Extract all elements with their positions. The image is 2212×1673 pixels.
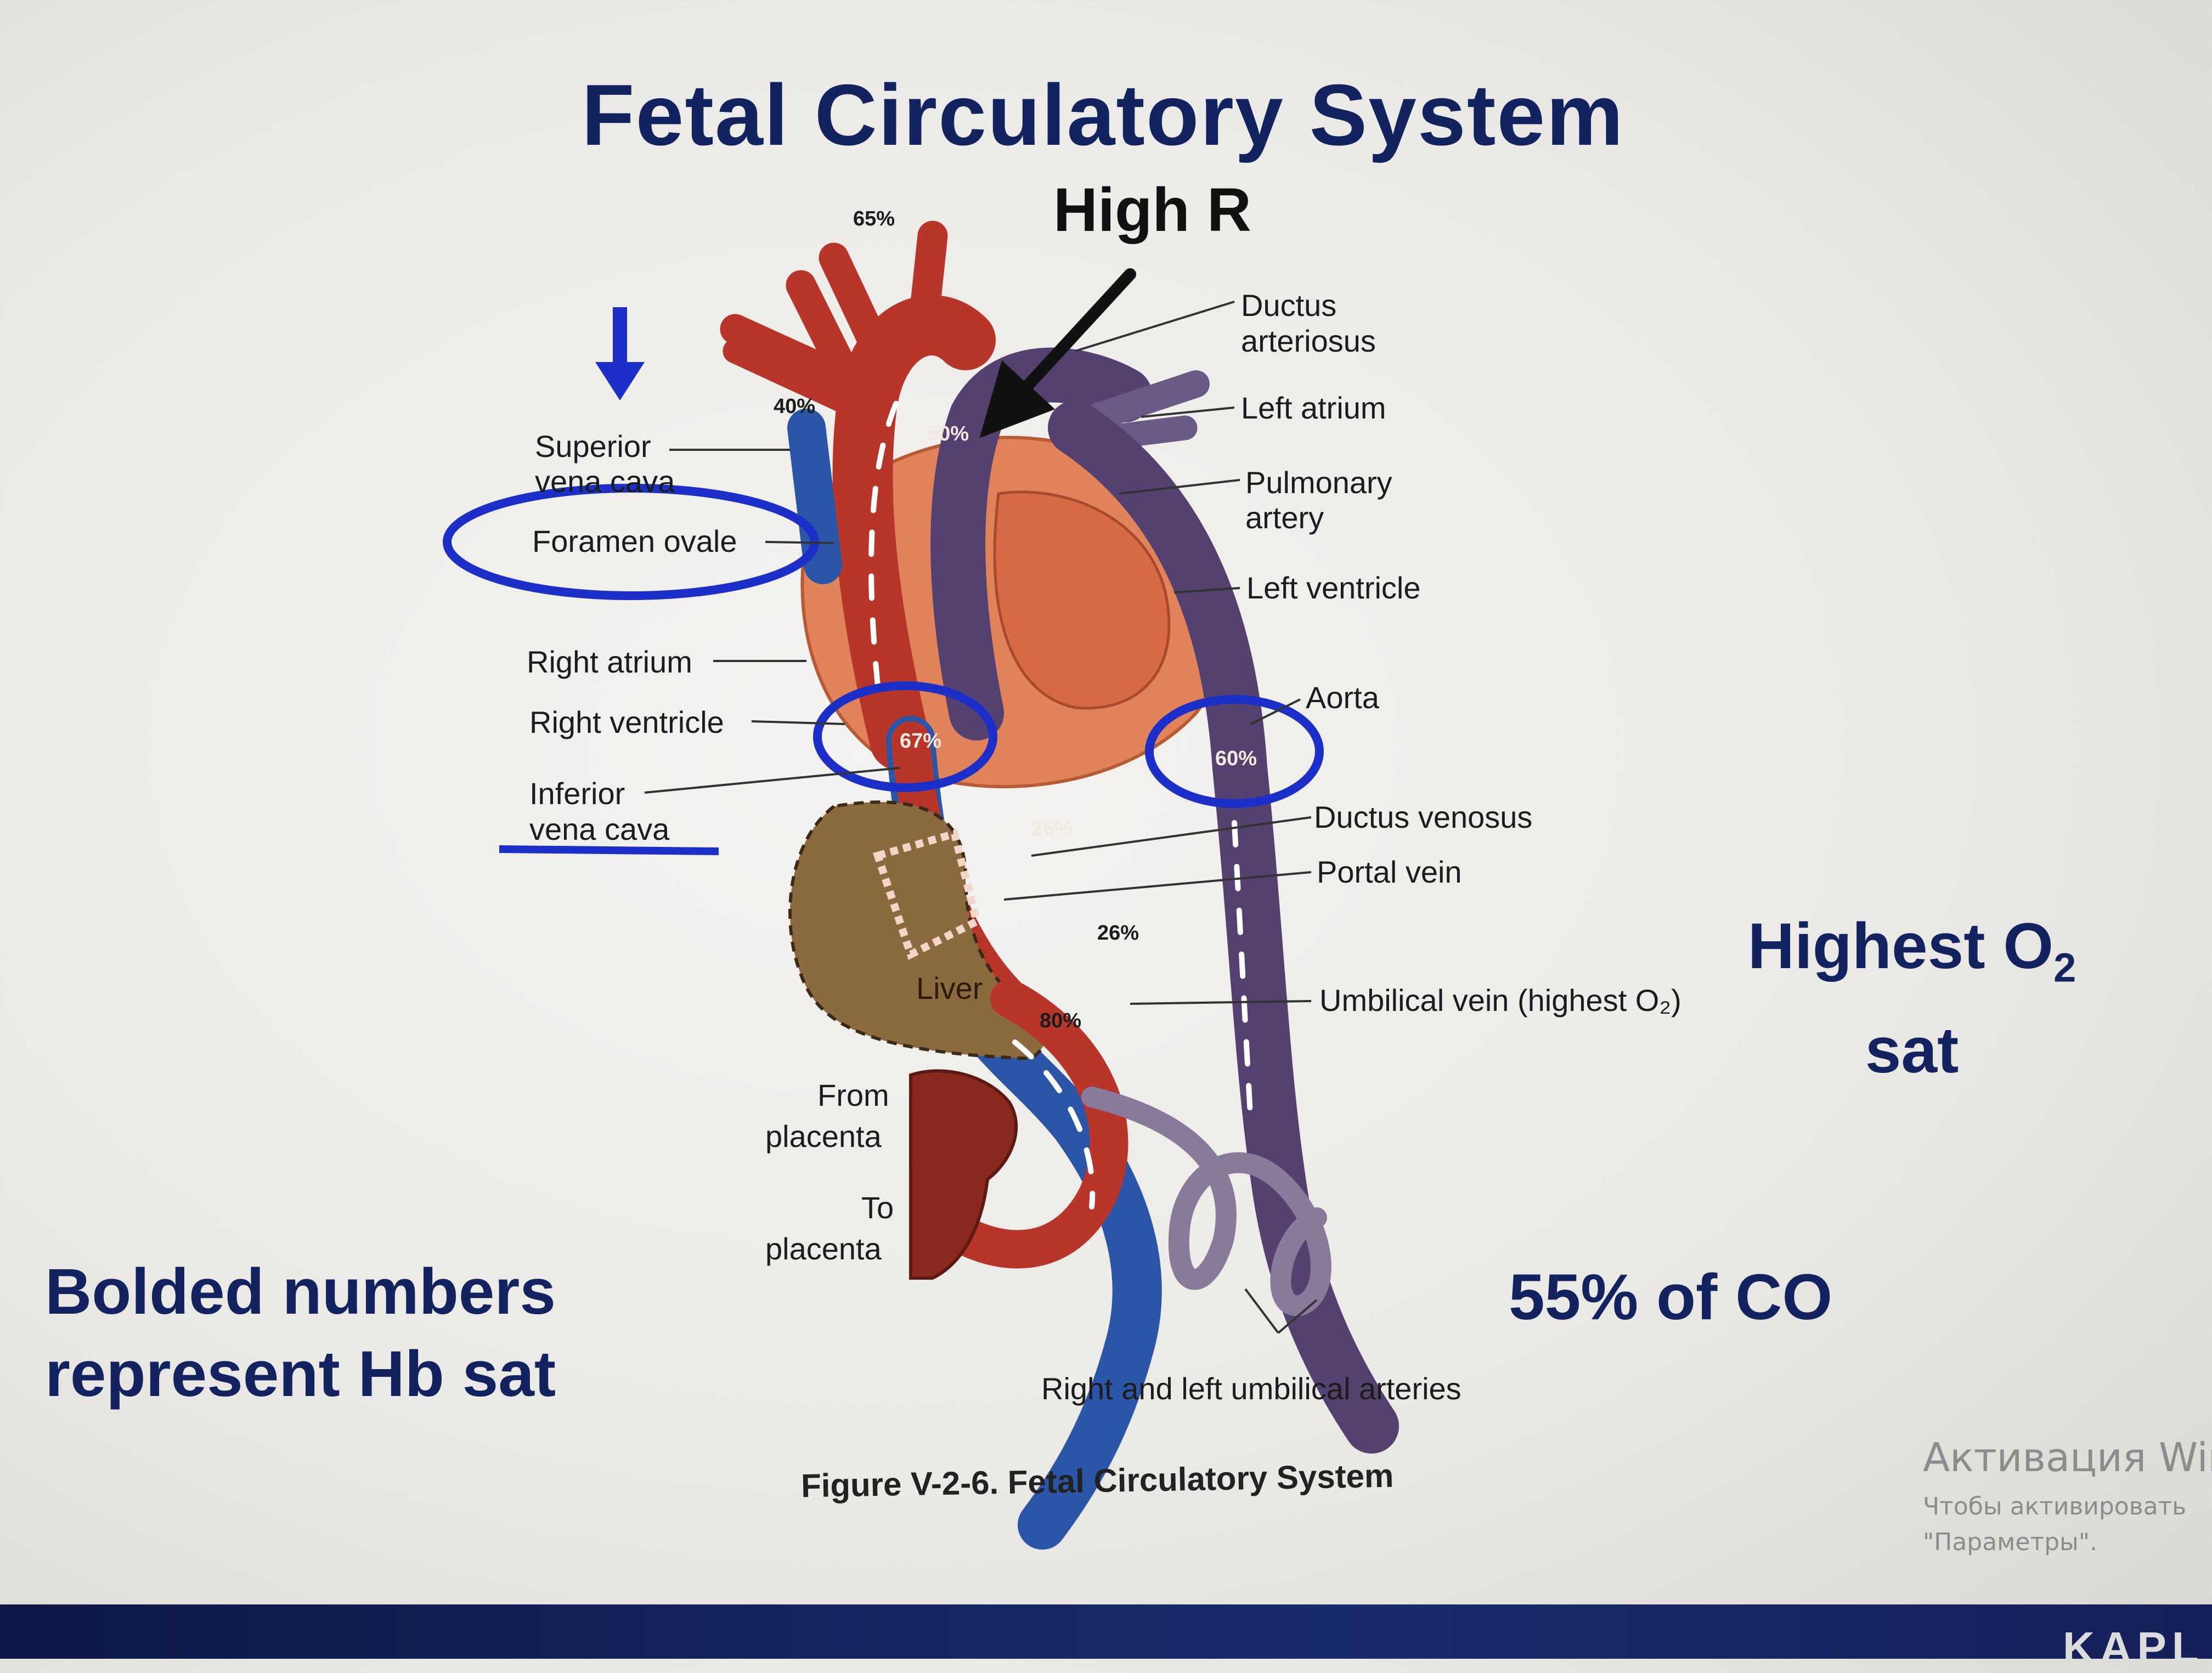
label-left-ventricle: Left ventricle [1246,570,1421,605]
sat-svc: 40% [774,395,816,418]
ivc-highlight [813,681,997,792]
label-inferior-vena-cava-1: Inferior [529,776,625,811]
label-left-atrium: Left atrium [1241,391,1386,425]
label-superior-vena-cava-2: vena cava [535,464,675,499]
label-ductus-venosus: Ductus venosus [1314,800,1533,834]
sat-portal-2: 26% [1097,922,1139,945]
watermark-line1: Активация Wind [1923,1434,2212,1480]
label-superior-vena-cava-1: Superior [535,429,651,464]
note-highest-o2: Highest O2 sat [1739,905,2085,1092]
label-umbilical-arteries: Right and left umbilical arteries [1041,1371,1462,1406]
label-pulmonary-artery-1: Pulmonary [1245,465,1392,500]
label-to-placenta-1: To [861,1190,894,1225]
label-portal-vein: Portal vein [1317,855,1462,889]
ivc-underline [499,845,719,855]
label-umbilical-vein: Umbilical vein (highest O₂) [1319,983,1681,1018]
left-ventricle-shape [993,490,1171,710]
note-highest-o2-line1: Highest O2 [1739,905,2085,1009]
sat-pulmonary: 50% [927,422,969,445]
label-right-atrium: Right atrium [527,645,692,679]
sat-ivc: 67% [900,730,942,753]
slide-title: Fetal Circulatory System [582,67,1624,163]
sat-head: 65% [853,207,895,230]
label-pulmonary-artery-2: artery [1245,500,1324,535]
label-aorta: Aorta [1306,680,1379,715]
label-from-placenta-1: From [817,1078,889,1112]
umbilical-vein [924,979,1128,1269]
label-from-placenta-2: placenta [765,1119,882,1154]
label-ductus-arteriosus-1: Ductus [1241,288,1337,323]
label-right-ventricle: Right ventricle [529,705,724,739]
leader-lines [644,301,1318,1334]
sat-portal-1: 26% [1031,817,1074,840]
sat-aorta: 60% [1215,747,1257,770]
note-highest-o2-subscript: 2 [2053,945,2076,991]
windows-activation-watermark: Активация Wind Чтобы активировать "Парам… [1923,1434,2212,1556]
note-bolded-numbers-line1: Bolded numbers [45,1256,556,1328]
bottom-brand: KAPL [2063,1623,2204,1672]
placenta-shape [909,1069,1018,1280]
label-liver: Liver [916,971,983,1005]
high-r-arrow [979,268,1136,438]
note-bolded-numbers-line2: represent Hb sat [45,1338,556,1410]
watermark-line2: Чтобы активировать [1923,1493,2187,1521]
note-highest-o2-line2: sat [1865,1014,1959,1087]
label-foramen-ovale: Foramen ovale [532,524,737,558]
note-cardiac-output: 55% of CO [1509,1261,1833,1333]
label-ductus-arteriosus-2: arteriosus [1241,324,1376,358]
note-highest-o2-text: Highest O [1747,910,2054,982]
sat-umbilical: 80% [1040,1009,1082,1032]
high-resistance-annotation: High R [1053,176,1251,244]
umbilical-arteries [1081,1087,1331,1316]
label-to-placenta-2: placenta [765,1231,882,1266]
descending-aorta [1048,400,1399,1454]
bottom-bar [0,1604,2212,1659]
watermark-line3: "Параметры". [1923,1528,2097,1556]
label-inferior-vena-cava-2: vena cava [529,812,670,846]
pulmonary-artery [930,347,1152,741]
aorta-highlight [1145,695,1324,808]
